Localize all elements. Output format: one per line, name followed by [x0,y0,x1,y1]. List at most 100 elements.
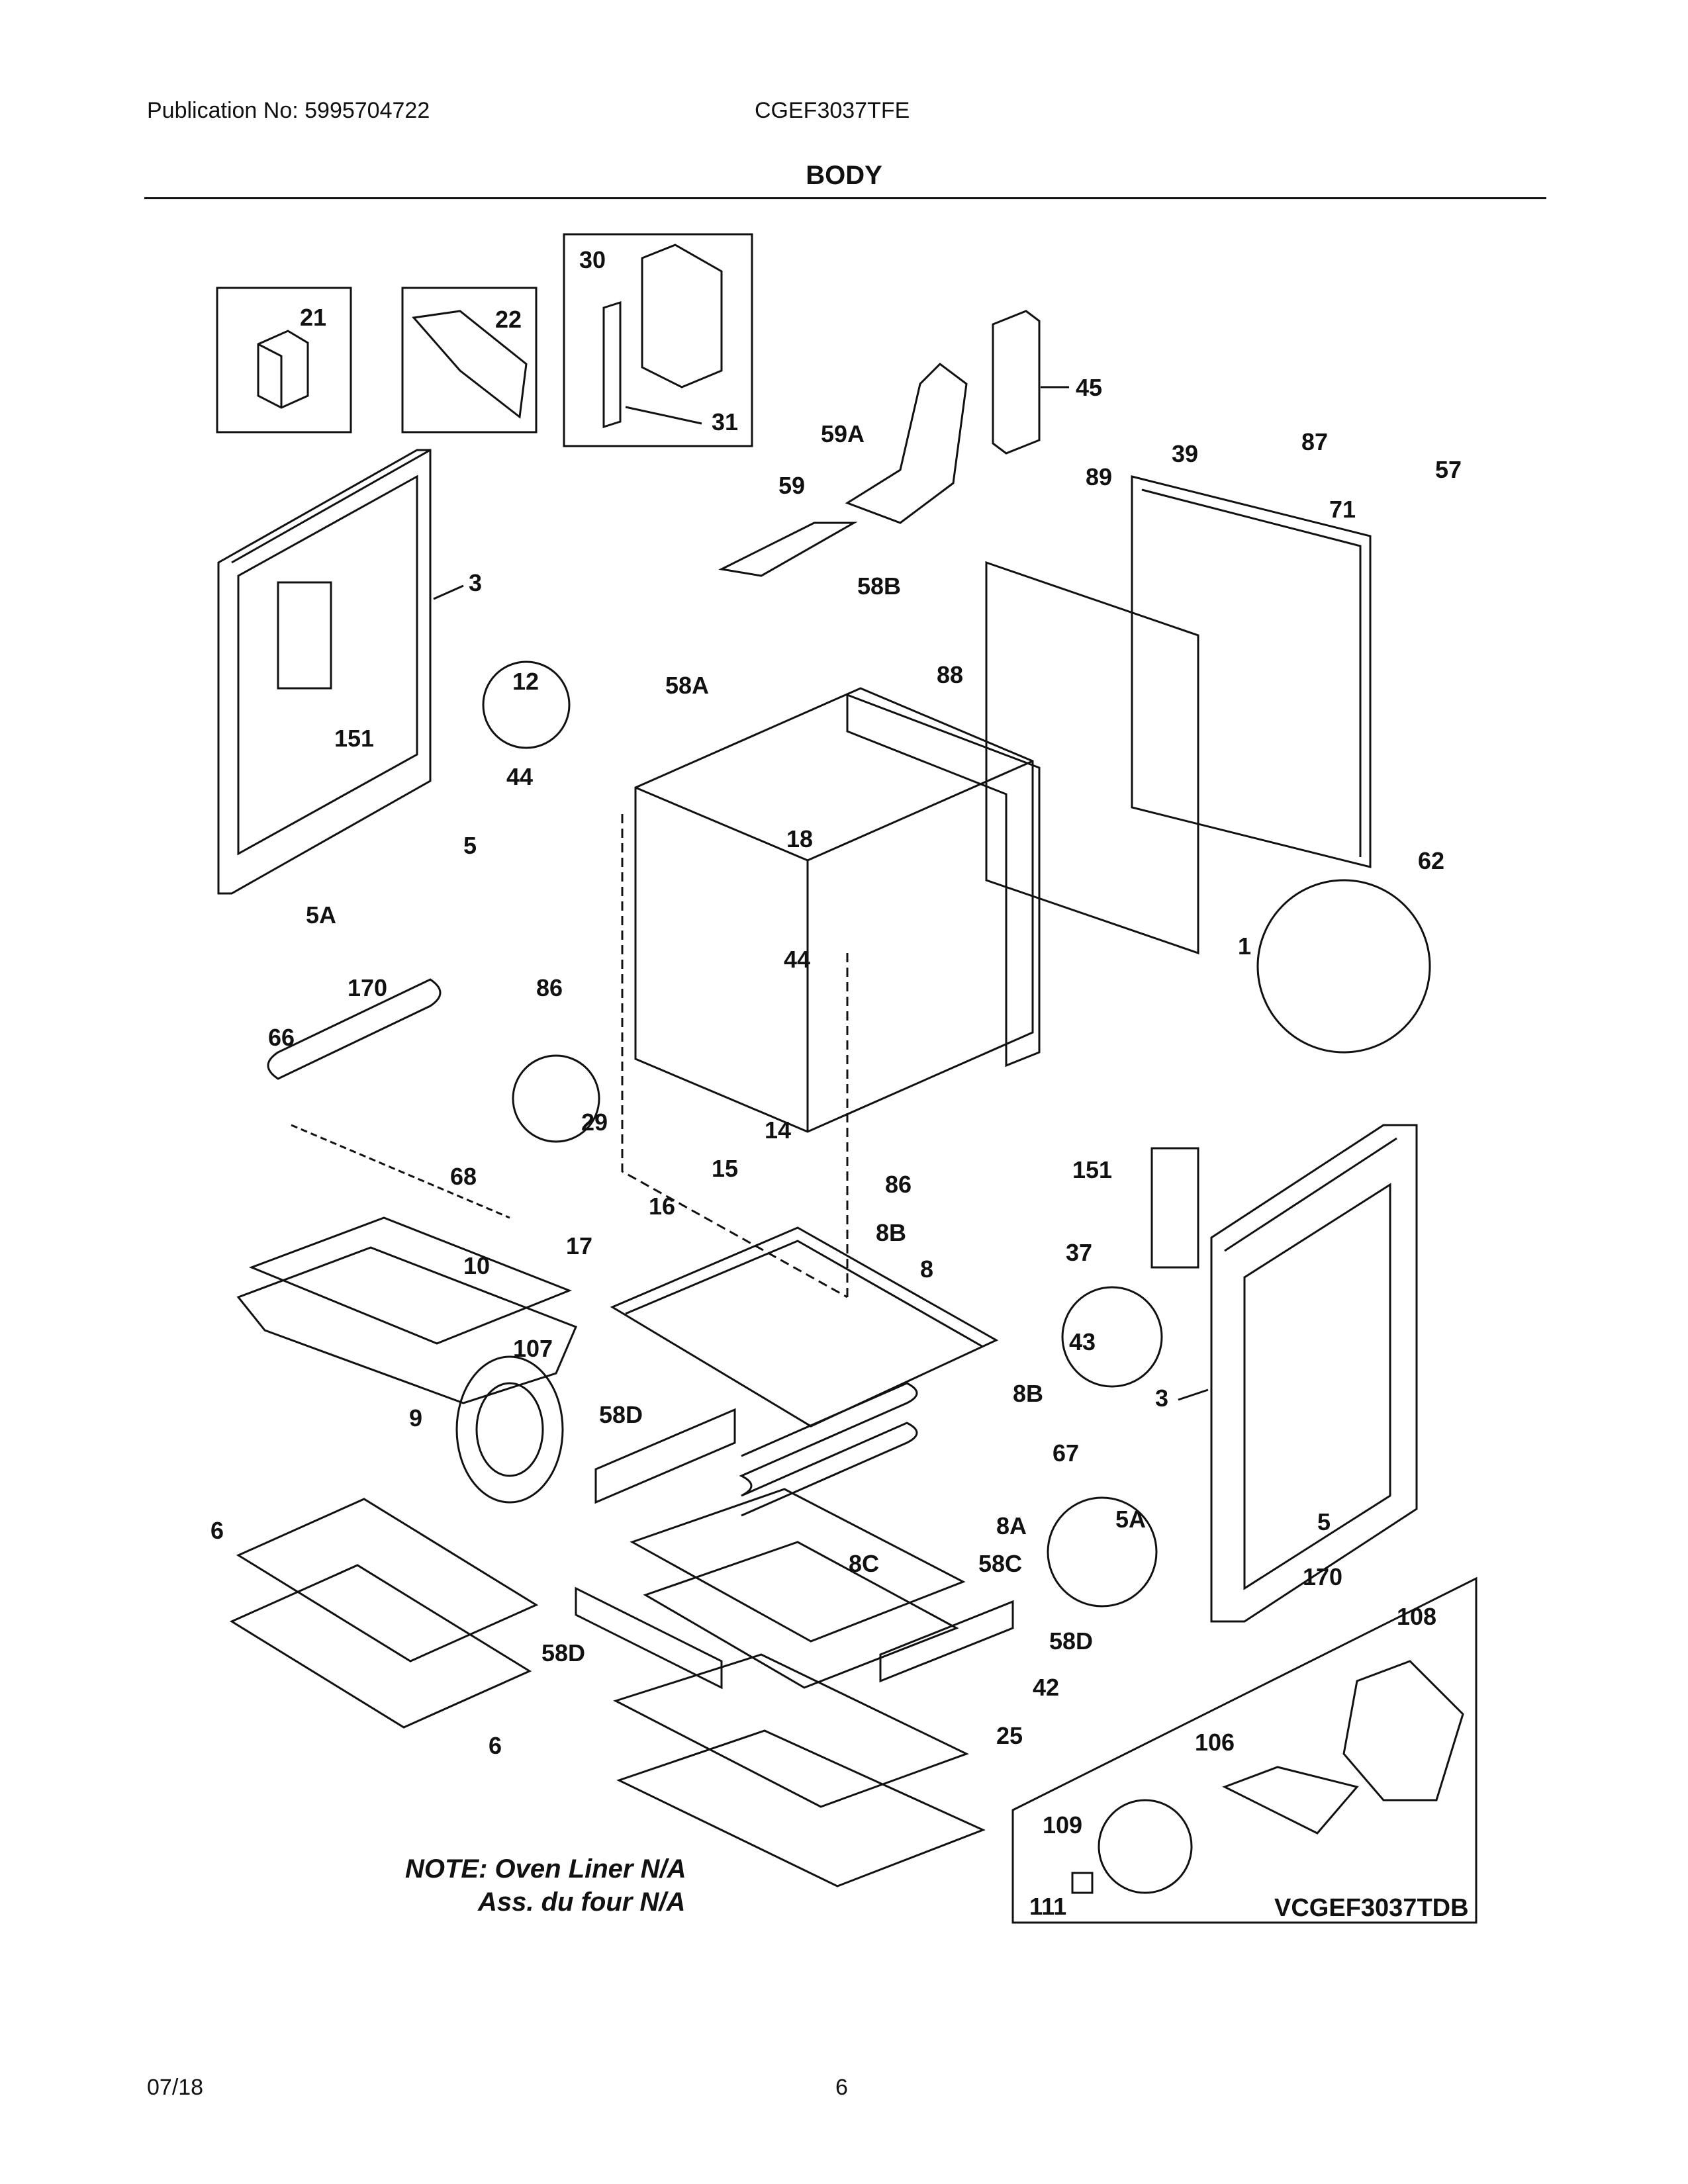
part-59a-drawing [845,363,968,524]
label-58b: 58B [857,572,901,600]
model-number: CGEF3037TFE [755,98,910,123]
label-111: 111 [1029,1893,1066,1920]
label-8: 8 [920,1255,933,1283]
inset-box-21 [216,287,352,433]
part-42-drawing [613,1653,969,1808]
label-9: 9 [409,1404,422,1432]
label-58c: 58C [978,1550,1022,1577]
part-25-drawing [616,1729,986,1888]
part-10-broil-grid [248,1216,573,1345]
oven-liner-dashed [621,814,849,1298]
part-111-nut [1071,1872,1094,1894]
label-30: 30 [579,246,606,273]
label-43: 43 [1069,1328,1096,1355]
leader-3a [433,584,464,600]
part-6-rack-lower [229,1564,532,1729]
part-58a-oven-cavity [634,687,1034,1133]
label-66: 66 [268,1024,295,1051]
part-3-left-side-panel [217,449,432,895]
label-5-left: 5 [463,832,477,859]
label-31: 31 [712,408,738,435]
part-71-rear-panel [1131,475,1372,868]
label-29: 29 [581,1109,608,1136]
label-6-upper: 6 [211,1517,224,1544]
label-25: 25 [996,1722,1023,1749]
part-58d-block-a [594,1408,736,1504]
inset-box-22 [401,287,538,433]
label-3-lower: 3 [1155,1385,1168,1412]
label-8c: 8C [849,1550,879,1577]
label-151-left: 151 [334,725,374,752]
part-45-drawing [992,310,1041,455]
label-5-right: 5 [1317,1508,1331,1535]
part-58b-insulation [846,693,1041,1068]
label-62: 62 [1418,847,1444,874]
footer-page-number: 6 [835,2075,848,2100]
part-8a-tray [630,1488,966,1643]
label-108: 108 [1397,1603,1436,1630]
label-109: 109 [1043,1811,1082,1839]
label-39: 39 [1172,440,1198,467]
header-rule [144,197,1546,199]
callout-circle-29 [512,1054,600,1143]
label-58a: 58A [665,672,709,699]
label-15: 15 [712,1155,738,1182]
label-8b-upper: 8B [876,1219,906,1246]
label-44-lower: 44 [784,946,810,973]
part-68-drawing [291,1124,510,1219]
part-6-rack-upper [236,1498,539,1662]
label-58d-lower-right: 58D [1049,1627,1093,1655]
part-58d-block-c [879,1600,1014,1683]
callout-circle-12 [482,660,571,749]
label-68: 68 [450,1163,477,1190]
part-151-left-drawing [277,581,332,690]
label-58d-lower-left: 58D [541,1639,585,1666]
label-89: 89 [1086,463,1112,490]
part-58c-insulation [643,1541,959,1689]
part-107-fan-cover [455,1355,564,1504]
callout-circle-5a [1047,1496,1158,1608]
part-9-broil-pan [236,1246,577,1404]
label-8a: 8A [996,1512,1027,1539]
part-31-drawing [602,300,622,429]
label-170-right: 170 [1303,1563,1342,1590]
part-109-fan-blade [1098,1799,1193,1894]
part-66-bake-element [267,978,442,1080]
publication-number: Publication No: 5995704722 [147,98,430,123]
label-106: 106 [1195,1729,1235,1756]
callout-circle-43 [1061,1286,1163,1388]
callout-circle-62 [1256,879,1431,1054]
footer-date: 07/18 [147,2075,204,2100]
label-59: 59 [778,472,805,499]
drawing-lines [216,233,1477,1924]
label-18: 18 [786,825,813,852]
part-108-motor [1342,1660,1464,1801]
leader-31 [625,406,702,425]
part-106-bracket [1222,1766,1359,1835]
label-57: 57 [1435,456,1462,483]
inset-model-label: VCGEF3037TDB [1274,1894,1469,1922]
label-8b-lower: 8B [1013,1380,1043,1407]
leader-3b [1178,1388,1209,1401]
label-12: 12 [512,668,539,695]
label-5a-left: 5A [306,901,336,929]
label-170-left: 170 [348,974,387,1001]
label-45: 45 [1076,374,1102,401]
part-58d-block-b [575,1586,723,1690]
label-86-right: 86 [885,1171,912,1198]
label-87: 87 [1301,428,1328,455]
part-labels: 21 22 30 31 45 59A 39 87 57 89 71 59 3 5… [211,246,1462,1920]
label-16: 16 [649,1193,675,1220]
part-21-drawing [257,330,309,409]
label-67: 67 [1053,1439,1079,1467]
label-22: 22 [495,306,522,333]
section-title: BODY [806,161,882,190]
label-107: 107 [513,1335,553,1362]
label-42: 42 [1033,1674,1059,1701]
label-151-right: 151 [1072,1156,1112,1183]
inset-box-convection [1011,1576,1477,1924]
label-44-upper: 44 [506,763,533,790]
part-8-oven-bottom [610,1226,999,1428]
label-59a: 59A [821,420,865,447]
